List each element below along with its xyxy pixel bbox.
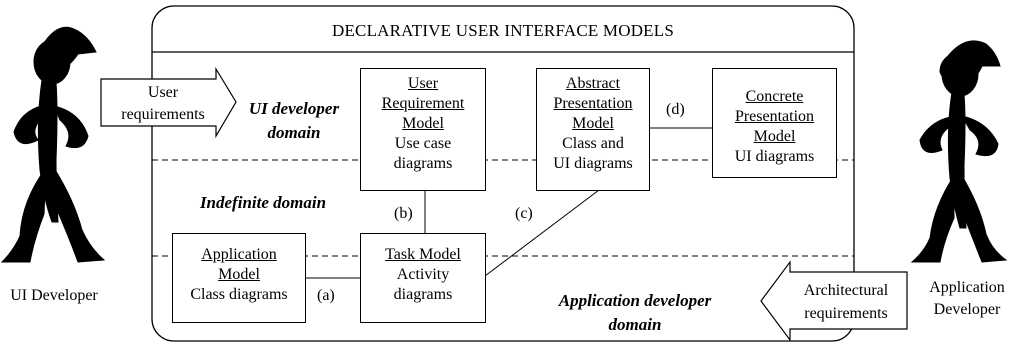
user-requirement-model-box: User Requirement Model Use case diagrams: [360, 68, 486, 191]
architectural-requirements-arrow: [760, 260, 908, 342]
application-developer-label-line2: Developer: [933, 301, 1001, 318]
concrete-presentation-model-box: Concrete Presentation Model UI diagrams: [712, 68, 837, 178]
concrete-presentation-model-name-line1: Concrete: [745, 88, 804, 105]
user-requirements-label-line2: requirements: [121, 106, 205, 123]
relation-label-a: (a): [317, 287, 335, 304]
concrete-presentation-model-desc-line1: UI diagrams: [734, 148, 815, 165]
task-model-desc-line2: diagrams: [393, 286, 453, 303]
abstract-presentation-model-name-line1: Abstract: [565, 75, 621, 92]
ui-developer-domain-line2: domain: [267, 123, 321, 142]
indefinite-domain-label: Indefinite domain: [199, 193, 327, 212]
abstract-presentation-model-name-line3: Model: [572, 115, 614, 132]
abstract-presentation-model-desc-line2: UI diagrams: [553, 155, 633, 172]
ui-developer-label: UI Developer: [10, 287, 98, 304]
relation-line-c: [476, 189, 600, 283]
application-model-desc-line1: Class diagrams: [190, 286, 288, 303]
user-requirement-model-desc-line1: Use case: [394, 135, 452, 152]
user-requirement-model-desc-line2: diagrams: [393, 155, 453, 172]
user-requirements-label-line1: User: [147, 84, 179, 101]
user-requirement-model-name-line3: Model: [402, 115, 444, 132]
application-model-name-line2: Model: [218, 266, 260, 283]
main-frame: [151, 5, 855, 342]
user-requirement-model-name-line1: User: [407, 75, 439, 92]
user-requirement-model-name-line2: Requirement: [381, 95, 465, 112]
relation-label-b: (b): [394, 205, 413, 222]
relation-label-d: (d): [666, 101, 685, 118]
user-requirements-arrow: [100, 66, 237, 139]
application-model-box: Application Model Class diagrams: [172, 233, 306, 323]
architectural-requirements-label-line1: Architectural: [803, 282, 889, 299]
ui-developer-domain-line1: UI developer: [248, 99, 340, 118]
application-developer-domain-line2: domain: [608, 315, 662, 334]
abstract-presentation-model-box: Abstract Presentation Model Class and UI…: [536, 68, 650, 191]
concrete-presentation-model-name-line3: Model: [753, 128, 796, 145]
application-developer-label-line1: Application: [929, 279, 1005, 296]
task-model-desc-line1: Activity: [396, 266, 450, 283]
architectural-requirements-label-line2: requirements: [804, 305, 888, 322]
task-model-box: Task Model Activity diagrams: [360, 233, 486, 323]
diagram-title: DECLARATIVE USER INTERFACE MODELS: [331, 21, 675, 40]
concrete-presentation-model-name-line2: Presentation: [734, 108, 815, 125]
abstract-presentation-model-desc-line1: Class and: [562, 135, 624, 152]
abstract-presentation-model-name-line2: Presentation: [553, 95, 633, 112]
application-model-name-line1: Application: [201, 246, 277, 263]
application-developer-figure: [910, 40, 1008, 263]
ui-developer-figure: [0, 26, 106, 263]
relation-label-c: (c): [515, 205, 533, 222]
task-model-name-line1: Task Model: [385, 246, 461, 263]
application-developer-domain-line1: Application developer: [558, 291, 712, 310]
